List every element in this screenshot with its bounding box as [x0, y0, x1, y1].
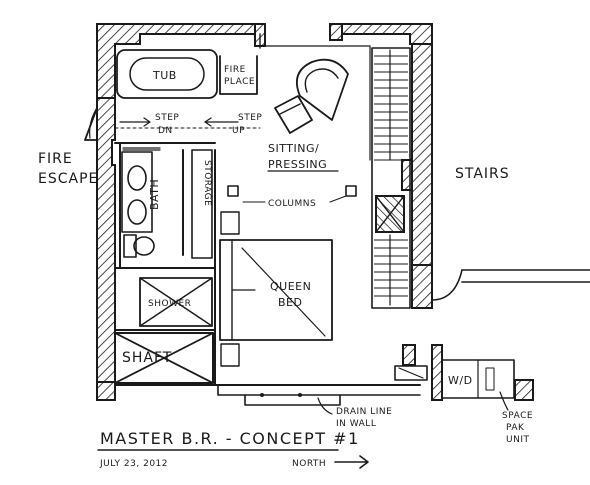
plan-title: MASTER B.R. - CONCEPT #1: [100, 429, 360, 448]
columns: [227, 185, 357, 203]
fireplace-label-1: FIRE: [224, 65, 246, 75]
stairs: [371, 47, 590, 309]
right-lower-wall: [514, 379, 534, 401]
storage-label: STORAGE: [202, 160, 212, 206]
sitting-label-1: SITTING/: [268, 142, 319, 155]
north-arrow-icon: [334, 455, 369, 469]
fireplace: [219, 55, 258, 95]
bathtub: [116, 49, 218, 99]
bottom-left-corner: [96, 381, 116, 401]
washer-dryer: [394, 359, 515, 411]
step-dn-label-2: DN: [158, 126, 173, 136]
queen-label-2: BED: [278, 296, 302, 309]
fire-escape-label-1: FIRE: [38, 151, 73, 167]
sitting-label-2: PRESSING: [268, 158, 327, 171]
storage-closet: [191, 149, 213, 259]
step-dn-label-1: STEP: [155, 113, 179, 123]
step-arrows: [114, 117, 261, 129]
fire-escape-label-2: ESCAPE: [38, 171, 98, 187]
north-label: NORTH: [292, 459, 326, 469]
mech-wall: [402, 344, 416, 366]
wd-wall: [431, 344, 443, 401]
top-notch-2: [329, 23, 343, 41]
bath-fixtures: [121, 147, 161, 258]
stairs-label: STAIRS: [455, 166, 510, 182]
tub-label: TUB: [152, 69, 177, 82]
top-wall-right: [341, 23, 433, 45]
drain-label-2: IN WALL: [336, 419, 376, 429]
bath-label: BATH: [148, 179, 161, 210]
space-label-2: PAK: [506, 423, 525, 433]
queen-bed: [219, 211, 333, 367]
bottom-wall: [244, 393, 341, 415]
walls: [96, 23, 534, 401]
shower: [139, 277, 213, 327]
step-up-label-2: UP: [232, 126, 245, 136]
space-label-3: UNIT: [506, 435, 529, 445]
columns-label: COLUMNS: [268, 199, 316, 209]
wd-label: W/D: [448, 374, 473, 387]
step-up-label-1: STEP: [238, 113, 262, 123]
shaft: [114, 332, 214, 384]
plan-date: JULY 23, 2012: [99, 459, 168, 469]
sitting-chairs: [274, 58, 349, 134]
space-label-1: SPACE: [502, 411, 533, 421]
partitions: [114, 33, 421, 396]
shaft-label: SHAFT: [122, 350, 172, 366]
shower-label: SHOWER: [148, 299, 191, 309]
drain-label-1: DRAIN LINE: [336, 407, 392, 417]
fire-escape-door: [84, 107, 98, 141]
left-wall: [96, 97, 116, 383]
queen-label-1: QUEEN: [270, 280, 311, 293]
fireplace-label-2: PLACE: [224, 77, 255, 87]
right-wall-upper: [411, 43, 433, 266]
stair-lower-wall: [411, 264, 433, 309]
